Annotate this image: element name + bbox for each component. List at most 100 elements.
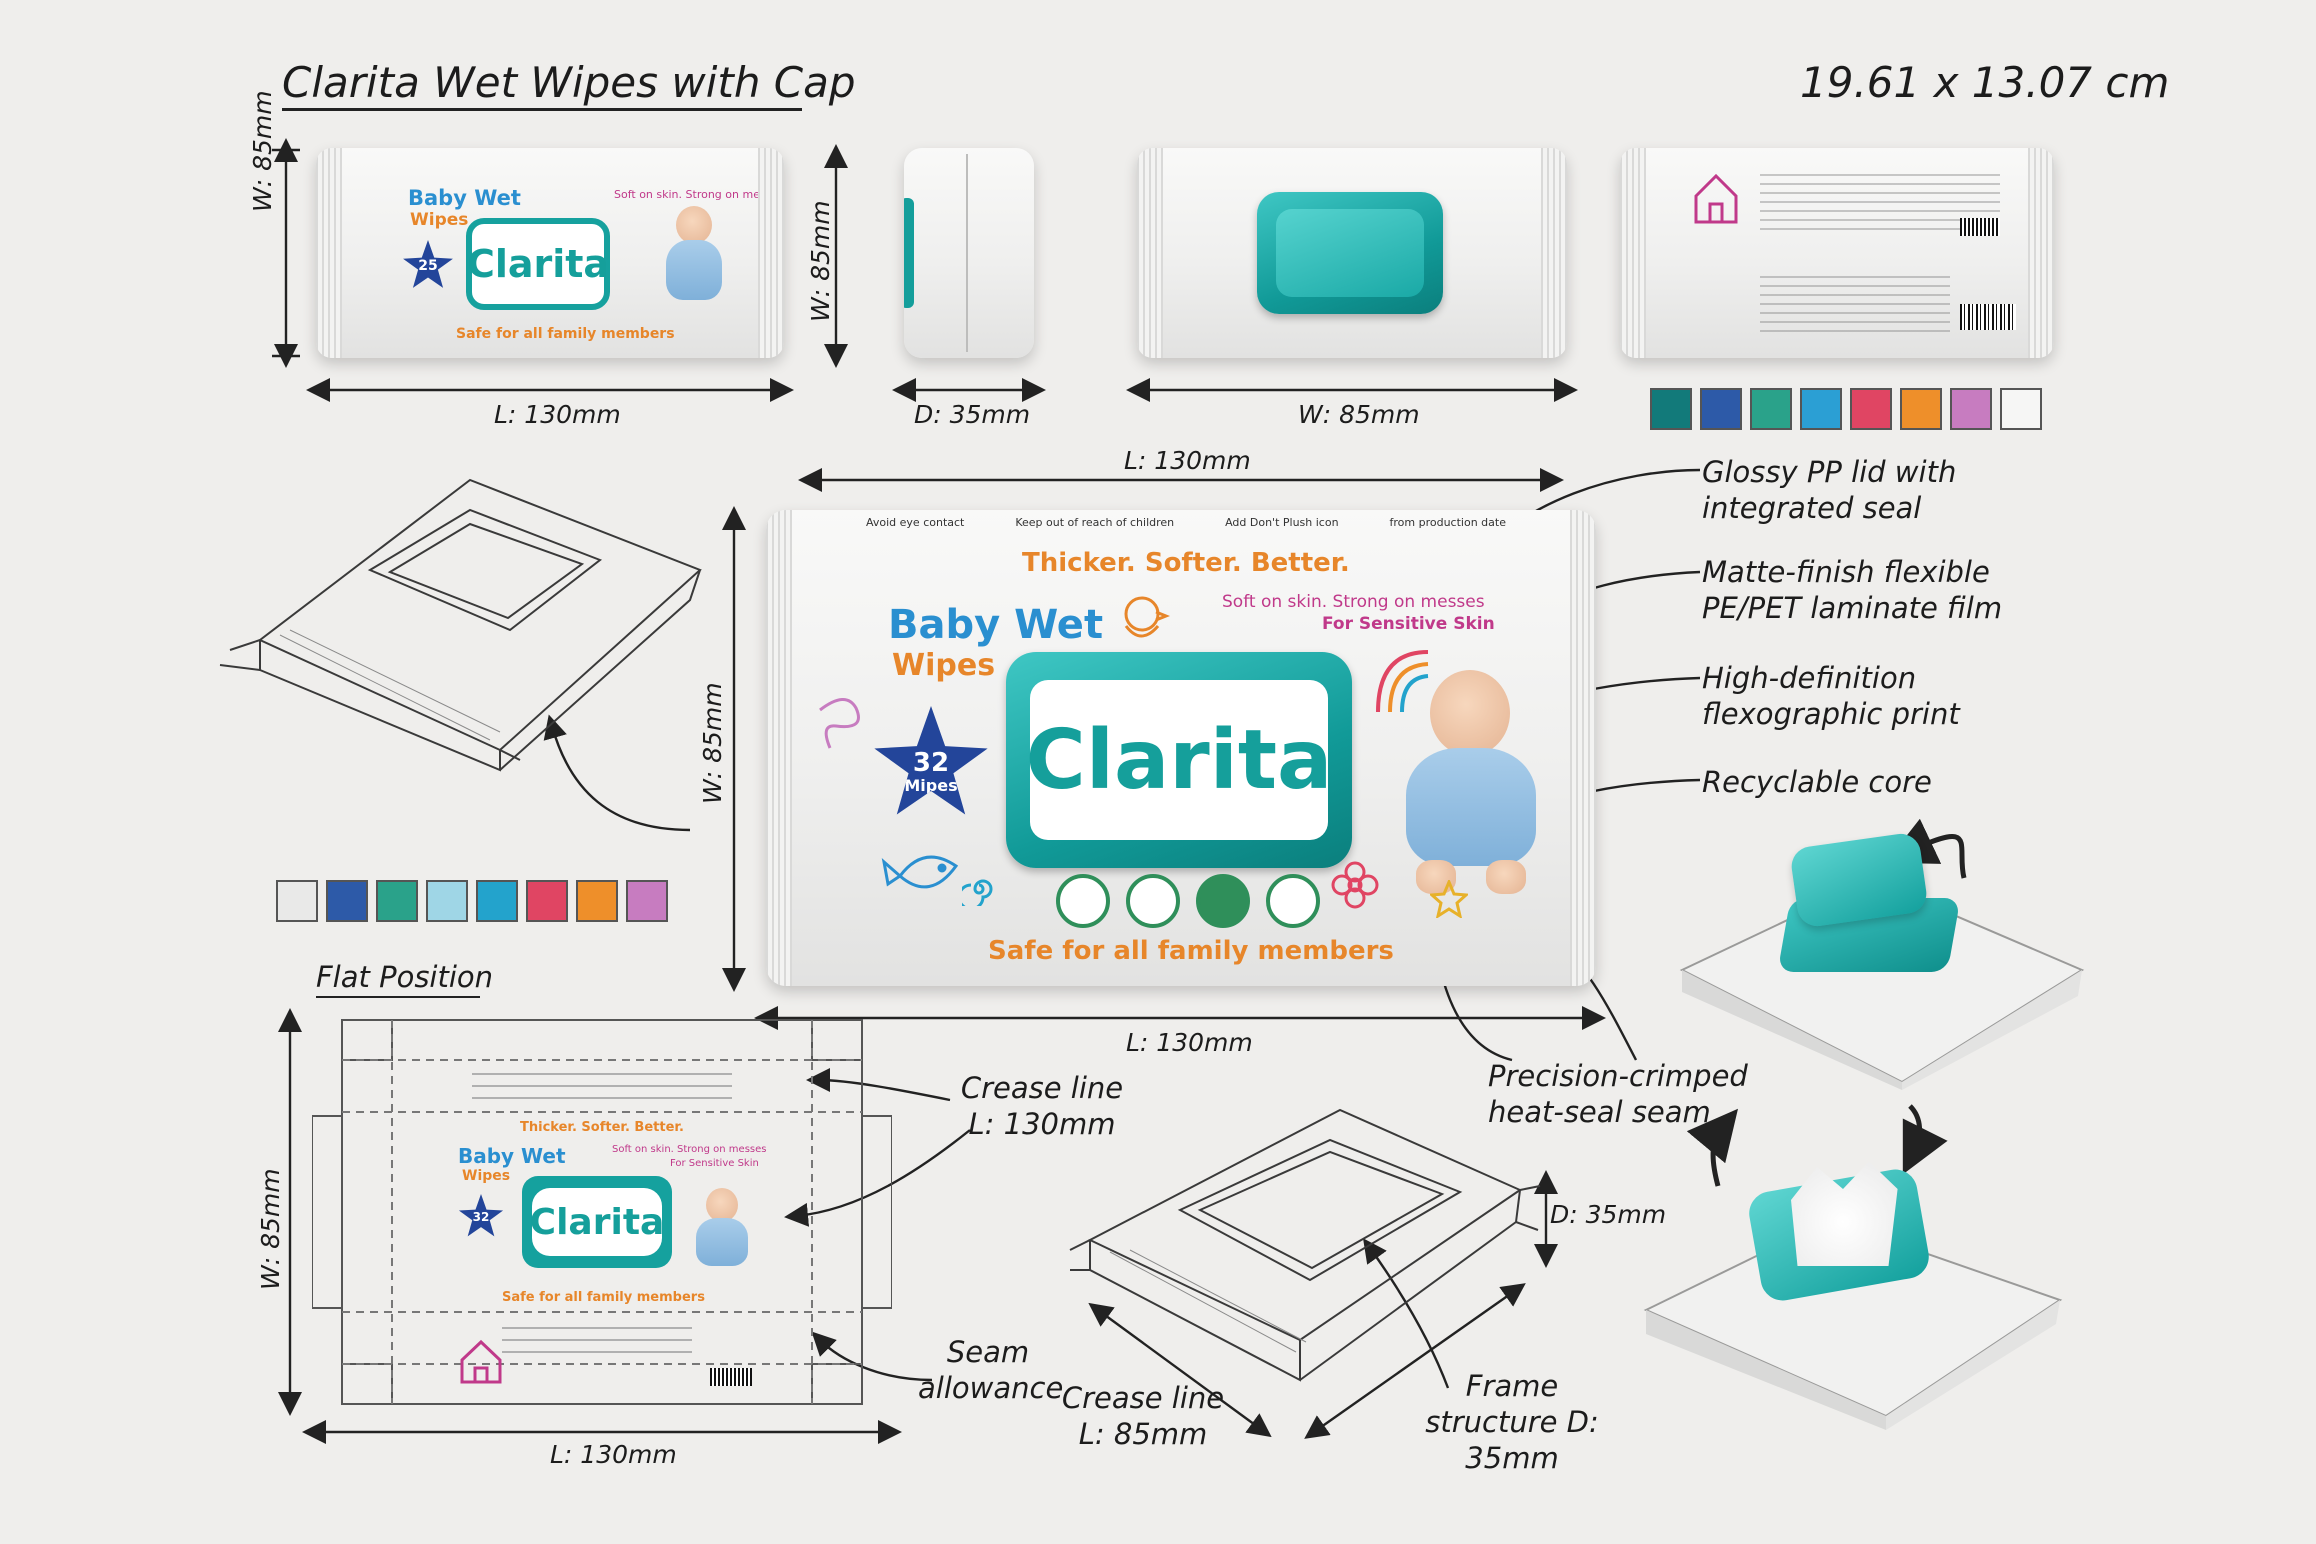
color-swatch xyxy=(276,880,318,922)
pack-closed-3d xyxy=(1672,820,2092,1090)
note-film: Matte-finish flexible PE/PET laminate fi… xyxy=(1702,555,2003,625)
dim-l-front: L: 130mm xyxy=(494,400,621,429)
warning-text: from production date xyxy=(1389,516,1506,529)
color-swatch xyxy=(626,880,668,922)
brand-logo: Clarita xyxy=(466,218,610,310)
chick-icon xyxy=(1112,590,1171,648)
dim-d-side: D: 35mm xyxy=(914,400,1031,429)
claim1-main: Soft on skin. Strong on messes xyxy=(1222,592,1485,612)
color-swatch xyxy=(1750,388,1792,430)
cert-badge-icon xyxy=(1056,874,1110,928)
pack-sketch-left xyxy=(219,460,710,772)
color-swatch xyxy=(1900,388,1942,430)
dim-l-main-bottom: L: 130mm xyxy=(1126,1028,1253,1057)
color-swatch xyxy=(2000,388,2042,430)
baby-image xyxy=(654,206,734,316)
dim-w-front: W: 85mm xyxy=(248,90,277,212)
note-crease-bottom: Crease line L: 85mm xyxy=(1061,1381,1225,1451)
slogan: Thicker. Softer. Better. xyxy=(1022,548,1350,578)
cert-badge-icon xyxy=(1126,874,1180,928)
title-underline xyxy=(282,108,802,111)
front-view-pack: Baby Wet Wipes 25 Clarita Soft on skin. … xyxy=(316,148,784,358)
swirl-icon xyxy=(957,872,996,911)
dim-w-side: W: 85mm xyxy=(806,200,835,322)
dim-w-top: W: 85mm xyxy=(1298,400,1420,429)
color-swatch xyxy=(1800,388,1842,430)
color-swatch xyxy=(326,880,368,922)
color-swatch xyxy=(576,880,618,922)
side-view-pack xyxy=(904,148,1034,358)
back-view-pack xyxy=(1620,148,2054,358)
dim-l-flat: L: 130mm xyxy=(550,1440,677,1469)
color-swatch xyxy=(526,880,568,922)
product-name: Baby Wet xyxy=(408,186,521,210)
cert-badges xyxy=(1056,874,1320,928)
warning-text: Avoid eye contact xyxy=(866,516,965,529)
house-icon xyxy=(1692,172,1740,224)
color-swatch xyxy=(1700,388,1742,430)
fish-icon xyxy=(880,840,976,910)
seam-line xyxy=(966,154,968,352)
warnings-row: Avoid eye contact Keep out of reach of ch… xyxy=(866,516,1506,538)
color-swatches-left xyxy=(276,880,668,922)
flat-label: Flat Position xyxy=(316,960,494,994)
brand-logo-main: Clarita xyxy=(1026,680,1332,840)
warning-text: Keep out of reach of children xyxy=(1015,516,1175,529)
note-frame: Frame structure D: 35mm xyxy=(1425,1369,1599,1475)
flat-lid: Clarita xyxy=(522,1176,672,1268)
size-label: 19.61 x 13.07 cm xyxy=(1800,58,2170,107)
color-swatch xyxy=(376,880,418,922)
claim-text: Soft on skin. Strong on messes xyxy=(614,188,784,201)
pack-open-3d xyxy=(1640,1100,2080,1430)
color-swatch xyxy=(1850,388,1892,430)
note-seam: Precision-crimped heat-seal seam xyxy=(1488,1059,1748,1129)
footer-main: Safe for all family members xyxy=(988,936,1394,966)
main-pack-front: Avoid eye contact Keep out of reach of ch… xyxy=(766,510,1596,986)
note-seam-allowance: Seam allowance xyxy=(918,1335,1064,1405)
squiggle-icon xyxy=(816,690,872,760)
cert-badge-icon xyxy=(1196,874,1250,928)
barcode-icon xyxy=(1960,304,2016,330)
note-lid: Glossy PP lid with integrated seal xyxy=(1702,455,1957,525)
flat-claim2: For Sensitive Skin xyxy=(670,1158,759,1169)
color-swatch xyxy=(1950,388,1992,430)
flat-underline xyxy=(316,996,480,998)
flat-dieline: Thicker. Softer. Better. Baby Wet Wipes … xyxy=(311,1016,893,1408)
star-doodle-icon xyxy=(1428,878,1470,920)
color-swatch xyxy=(426,880,468,922)
rainbow-icon xyxy=(1368,642,1438,722)
footer-text: Safe for all family members xyxy=(456,326,675,342)
flat-house-icon xyxy=(458,1338,504,1384)
page-title: Clarita Wet Wipes with Cap xyxy=(282,58,856,107)
flat-barcode-icon xyxy=(710,1368,752,1386)
warning-text: Add Don't Plush icon xyxy=(1225,516,1339,529)
note-core: Recyclable core xyxy=(1702,765,1932,799)
lid-top-view xyxy=(1257,192,1443,314)
back-text-block-2 xyxy=(1760,276,1950,336)
color-swatch xyxy=(476,880,518,922)
top-view-pack xyxy=(1137,148,1567,358)
count-badge-main: 32 Mipes xyxy=(874,706,988,815)
cert-badge-icon xyxy=(1266,874,1320,928)
flat-slogan: Thicker. Softer. Better. xyxy=(520,1120,684,1135)
note-print: High-definition flexographic print xyxy=(1702,661,1960,731)
product-name-main: Baby Wet xyxy=(888,602,1104,648)
note-crease-top: Crease line L: 130mm xyxy=(960,1071,1124,1141)
flat-product-sub: Wipes xyxy=(462,1168,511,1184)
color-swatch xyxy=(1650,388,1692,430)
pack-sketch-bottom xyxy=(1069,1080,1541,1420)
flat-baby-image xyxy=(690,1188,754,1278)
lid-edge xyxy=(904,198,914,308)
flower-icon xyxy=(1330,860,1380,910)
lid-main: Clarita xyxy=(1006,652,1352,868)
dim-w-flat: W: 85mm xyxy=(256,1168,285,1290)
flat-product: Baby Wet xyxy=(458,1144,566,1168)
product-sub-main: Wipes xyxy=(892,648,996,683)
flat-brand-logo: Clarita xyxy=(530,1188,664,1256)
product-sub: Wipes xyxy=(410,210,469,230)
color-swatches-top xyxy=(1650,388,2042,430)
dim-d-sketch: D: 35mm xyxy=(1550,1200,1667,1229)
dim-l-main: L: 130mm xyxy=(1124,446,1251,475)
baby-image-main xyxy=(1386,670,1556,920)
